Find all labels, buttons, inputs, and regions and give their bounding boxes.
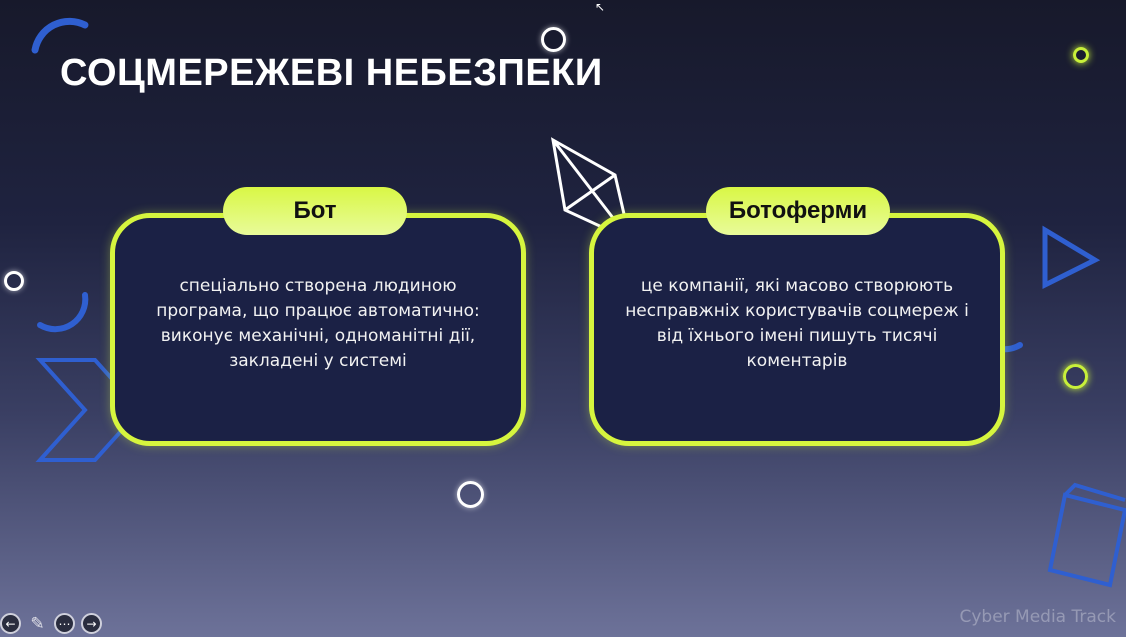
cursor-icon: ↖ [595,0,606,14]
watermark: Cyber Media Track [959,607,1116,627]
triangle-shape [1042,225,1101,290]
previous-icon[interactable]: ← [0,613,21,634]
next-icon[interactable]: → [81,613,102,634]
ring-decoration [4,271,24,291]
card-bot: спеціально створена людиною програма, що… [110,213,526,446]
arc-shape [31,17,89,54]
arc-shape [37,292,89,333]
ring-decoration [457,481,484,508]
card-heading: Ботоферми [706,187,890,235]
slide-title: СОЦМЕРЕЖЕВІ НЕБЕЗПЕКИ [60,52,603,94]
chevron-shape [35,358,143,462]
more-icon[interactable]: ⋯ [54,613,75,634]
pen-icon[interactable]: ✎ [30,613,45,634]
cube-shape [1047,482,1126,588]
slideshow-controls: ← ✎ ⋯ → [0,613,102,634]
card-heading: Бот [223,187,407,235]
ring-decoration [1063,364,1088,389]
ring-decoration [541,27,566,52]
ring-decoration [1073,47,1089,63]
card-text: це компанії, які масово створюють неспра… [625,276,969,371]
card-botofarms: це компанії, які масово створюють неспра… [589,213,1005,446]
card-text: спеціально створена людиною програма, що… [156,276,480,371]
